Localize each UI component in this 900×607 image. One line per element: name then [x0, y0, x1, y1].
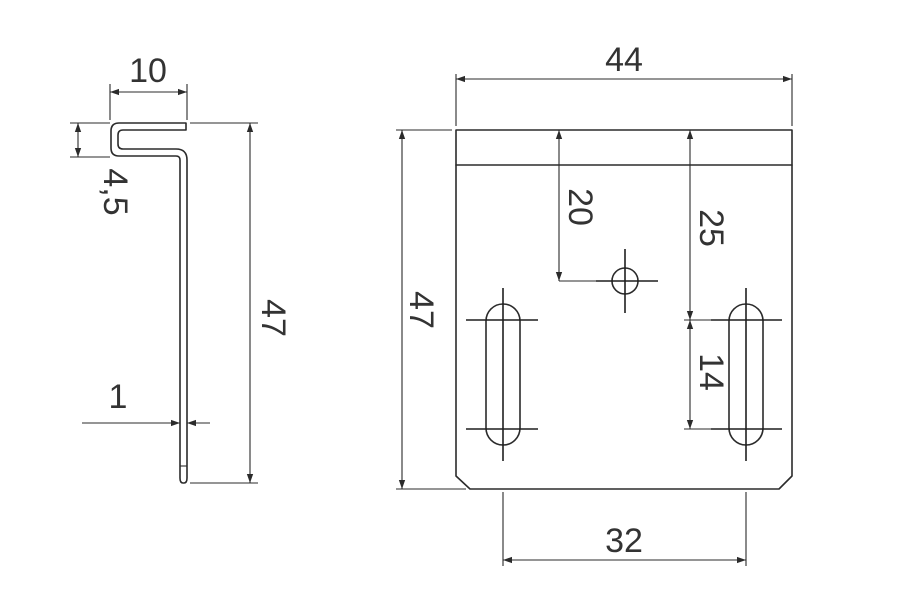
width-label: 10 [129, 52, 167, 90]
slot-length-label: 14 [692, 353, 730, 391]
thickness-label: 1 [109, 378, 128, 416]
height-label: 47 [254, 299, 292, 337]
slot-offset-label: 25 [692, 209, 730, 247]
slot-spacing-label: 32 [605, 522, 643, 560]
plate-height-label: 47 [402, 291, 440, 329]
plate-width-label: 44 [605, 41, 643, 79]
side-profile [110, 122, 188, 484]
plate-outline [455, 129, 793, 490]
hole-offset-label: 20 [561, 188, 599, 226]
hook-label: 4,5 [96, 168, 134, 215]
front-view: 44 47 20 25 14 32 [396, 41, 793, 566]
side-view: 10 4,5 47 1 [70, 52, 292, 484]
